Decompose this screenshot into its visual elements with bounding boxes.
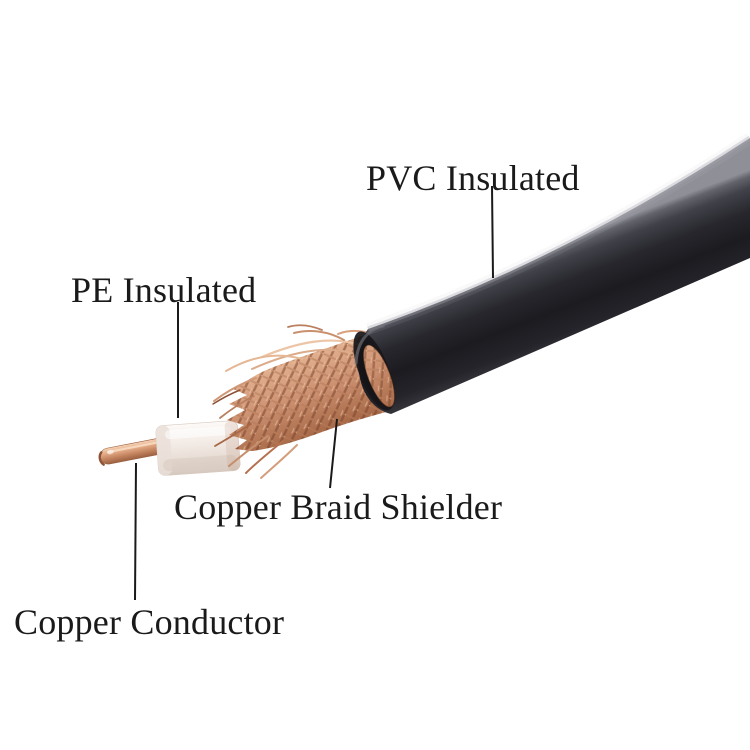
leader-line-conductor (134, 462, 137, 601)
label-pvc-insulated: PVC Insulated (366, 158, 580, 198)
label-pe-insulated: PE Insulated (71, 270, 257, 310)
leader-line-pvc (491, 185, 494, 279)
label-copper-braid-shielder: Copper Braid Shielder (174, 487, 503, 527)
pe-insulation (155, 420, 241, 476)
braid-strands (212, 324, 373, 479)
braid-plug (362, 344, 396, 408)
leader-line-braid (329, 418, 338, 489)
leader-lines (134, 185, 494, 601)
label-copper-conductor: Copper Conductor (14, 602, 285, 642)
